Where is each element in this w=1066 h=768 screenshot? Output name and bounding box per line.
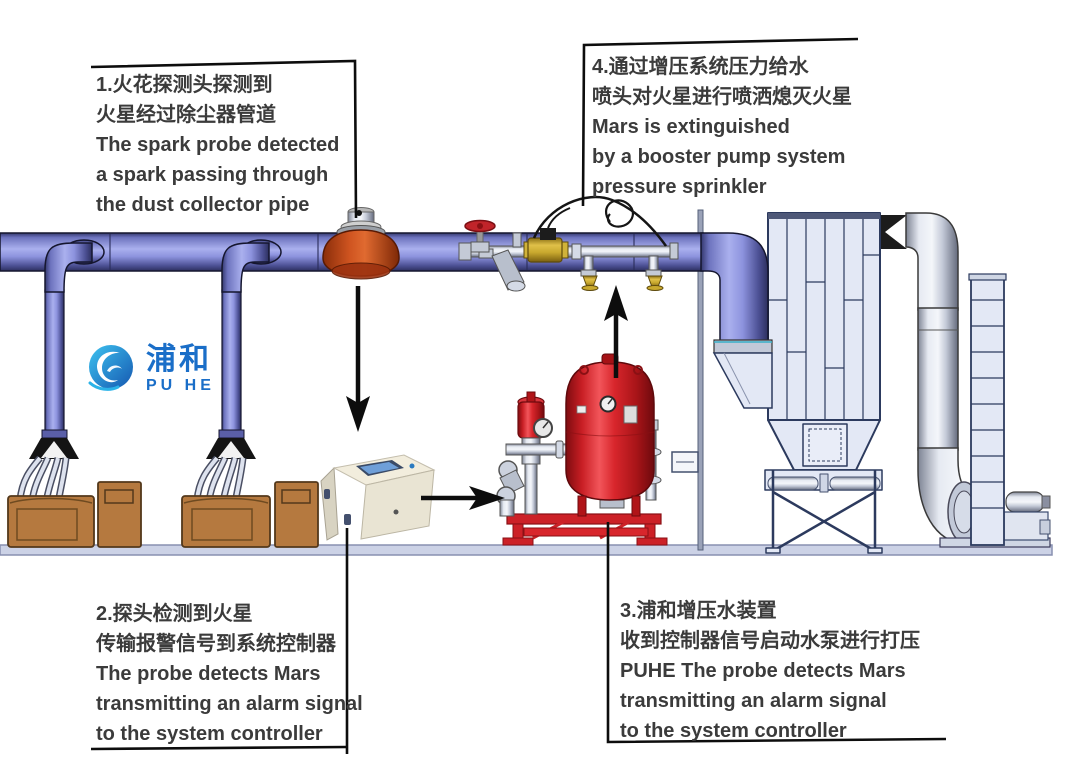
note-1-line: the dust collector pipe: [96, 194, 310, 216]
leader-line-2-horizontal: [90, 745, 348, 751]
fan-outlet-stack: [968, 273, 1007, 546]
leader-line-4: [581, 37, 859, 207]
machine-unit-1: [7, 438, 142, 548]
down-arrow: [346, 286, 370, 432]
note-1-line: 1.火花探测头探测到: [96, 74, 273, 96]
note-2: 2.探头检测到火星 传输报警信号到系统控制器 The probe detects…: [96, 599, 363, 749]
support-legs: [765, 470, 883, 554]
note-3-line: 3.浦和增压水装置: [620, 600, 777, 622]
note-1-line: 火星经过除尘器管道: [96, 104, 276, 126]
up-arrow: [604, 285, 628, 378]
dust-collector: [764, 212, 883, 554]
machine-cabinet-1: [97, 481, 142, 548]
note-2-line: 传输报警信号到系统控制器: [96, 633, 336, 655]
exhaust-duct: [881, 212, 1051, 548]
note-4-line: by a booster pump system: [592, 146, 846, 168]
note-4-line: 4.通过增压系统压力给水: [592, 56, 809, 78]
sprinkler-valve-assembly: [458, 195, 679, 292]
branch-pipe-2: [218, 242, 270, 439]
control-box: [320, 454, 436, 541]
right-arrow: [421, 486, 505, 510]
sprinkler-nozzle-1: [580, 255, 599, 291]
note-3: 3.浦和增压水装置 收到控制器信号启动水泵进行打压 PUHE The probe…: [620, 596, 920, 746]
note-3-line: to the system controller: [620, 720, 847, 742]
booster-pump-unit: [496, 353, 668, 546]
spark-detector-probe: [322, 207, 400, 280]
manual-valve-handwheel: [464, 219, 496, 253]
note-4-line: 喷头对火星进行喷洒熄灭火星: [592, 86, 852, 108]
note-1: 1.火花探测头探测到 火星经过除尘器管道 The spark probe det…: [96, 70, 339, 220]
logo-en: PU HE: [146, 377, 215, 394]
note-3-line: PUHE The probe detects Mars: [620, 660, 906, 682]
tank-label: [623, 405, 638, 424]
ground-line: [0, 544, 1053, 556]
note-2-line: to the system controller: [96, 723, 323, 745]
base-frame: [502, 513, 668, 546]
solenoid-valve: [523, 228, 569, 263]
note-4-line: pressure sprinkler: [592, 176, 767, 198]
dust-collector-hopper: [767, 419, 881, 471]
y-strainer: [491, 249, 525, 291]
signal-cables: [532, 195, 668, 247]
logo: 浦和 PU HE: [82, 340, 215, 398]
note-3-line: 收到控制器信号启动水泵进行打压: [620, 630, 920, 652]
note-4: 4.通过增压系统压力给水 喷头对火星进行喷洒熄灭火星 Mars is extin…: [592, 52, 852, 202]
branch-pipe-1: [41, 242, 93, 439]
machine-cabinet-2: [274, 481, 319, 548]
leader-line-3: [606, 522, 947, 744]
logo-icon: [88, 345, 133, 391]
fan-motor: [1005, 491, 1045, 513]
note-2-line: transmitting an alarm signal: [96, 693, 363, 715]
note-2-line: The probe detects Mars: [96, 663, 321, 685]
note-3-line: transmitting an alarm signal: [620, 690, 887, 712]
sprinkler-nozzle-2: [645, 255, 664, 291]
discharge-conveyor: [764, 469, 883, 493]
support-pole: [671, 209, 704, 551]
machine-unit-2: [181, 438, 319, 548]
note-4-line: Mars is extinguished: [592, 116, 790, 138]
note-1-line: a spark passing through: [96, 164, 329, 186]
duct-elbow: [700, 232, 773, 409]
inlet-funnel: [712, 352, 773, 409]
access-door: [802, 423, 848, 467]
pressure-tank: [565, 353, 655, 517]
baghouse-panels: [767, 212, 881, 421]
note-2-line: 2.探头检测到火星: [96, 603, 253, 625]
outlet-transition: [881, 215, 907, 249]
leader-line-1: [90, 59, 358, 219]
note-1-line: The spark probe detected: [96, 134, 340, 156]
leader-lines: [90, 37, 947, 754]
logo-zh: 浦和: [146, 343, 212, 376]
